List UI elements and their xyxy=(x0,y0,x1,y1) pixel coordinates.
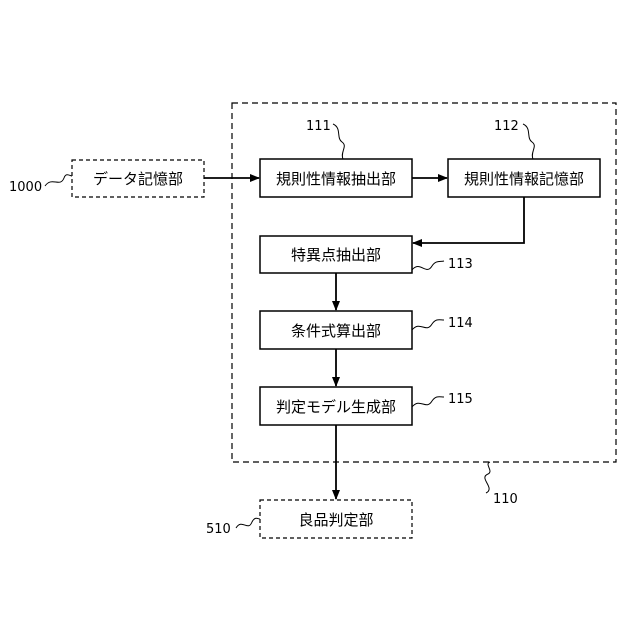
label-regularity-storage: 規則性情報記憶部 xyxy=(464,170,584,188)
leader-line-113 xyxy=(412,261,444,270)
leader-line-110 xyxy=(485,462,490,493)
ref-label-110: 110 xyxy=(493,492,518,507)
label-condition-calculation: 条件式算出部 xyxy=(291,322,381,340)
leader-line-111 xyxy=(333,124,344,159)
ref-label-111: 111 xyxy=(306,119,331,134)
leader-line-115 xyxy=(412,397,444,407)
leader-line-114 xyxy=(412,320,444,330)
arrow-storage-to-singular xyxy=(413,197,524,243)
label-data-storage: データ記憶部 xyxy=(93,170,183,188)
leader-line-1000 xyxy=(45,175,72,186)
leader-line-510 xyxy=(236,518,260,528)
ref-label-112: 112 xyxy=(494,119,519,134)
label-judgment-model-generation: 判定モデル生成部 xyxy=(276,398,396,416)
ref-label-113: 113 xyxy=(448,257,473,272)
ref-label-114: 114 xyxy=(448,316,473,331)
ref-label-115: 115 xyxy=(448,392,473,407)
ref-label-510: 510 xyxy=(206,522,231,537)
label-quality-judgment: 良品判定部 xyxy=(298,511,373,529)
label-regularity-extraction: 規則性情報抽出部 xyxy=(276,170,396,188)
label-singular-point-extraction: 特異点抽出部 xyxy=(291,246,381,264)
leader-line-112 xyxy=(523,124,534,159)
ref-label-1000: 1000 xyxy=(9,180,42,195)
